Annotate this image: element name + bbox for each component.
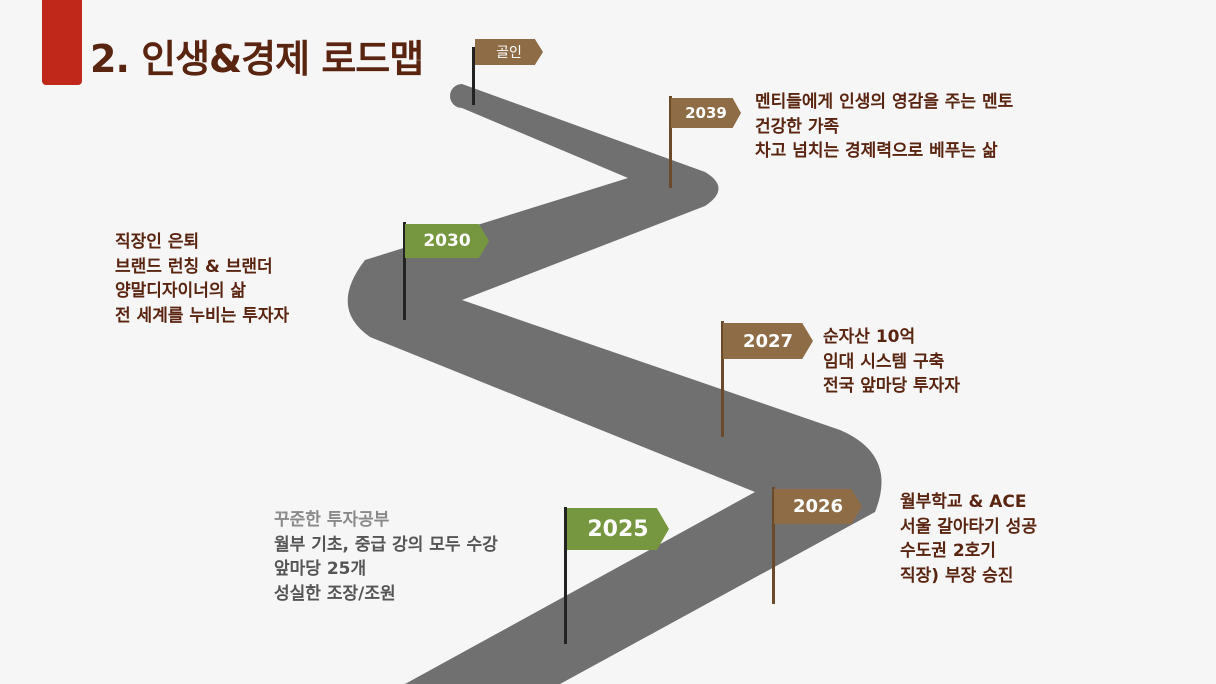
flag-2026: 2026: [774, 489, 862, 524]
flag-2039: 2039: [671, 98, 741, 128]
page-title: 2. 인생&경제 로드맵: [90, 37, 424, 81]
flag-pole: [564, 507, 567, 644]
flag-2030: 2030: [405, 224, 489, 258]
flag-pole: [721, 321, 724, 437]
flag-2027: 2027: [723, 323, 813, 359]
title-accent-bar: [42, 0, 82, 85]
flag-2025: 2025: [567, 508, 669, 550]
flag-pole: [472, 47, 475, 105]
flag-pole: [772, 487, 775, 604]
goal-flag: 골인: [475, 39, 543, 65]
flag-pole: [669, 96, 672, 188]
flag-pole: [403, 222, 406, 320]
